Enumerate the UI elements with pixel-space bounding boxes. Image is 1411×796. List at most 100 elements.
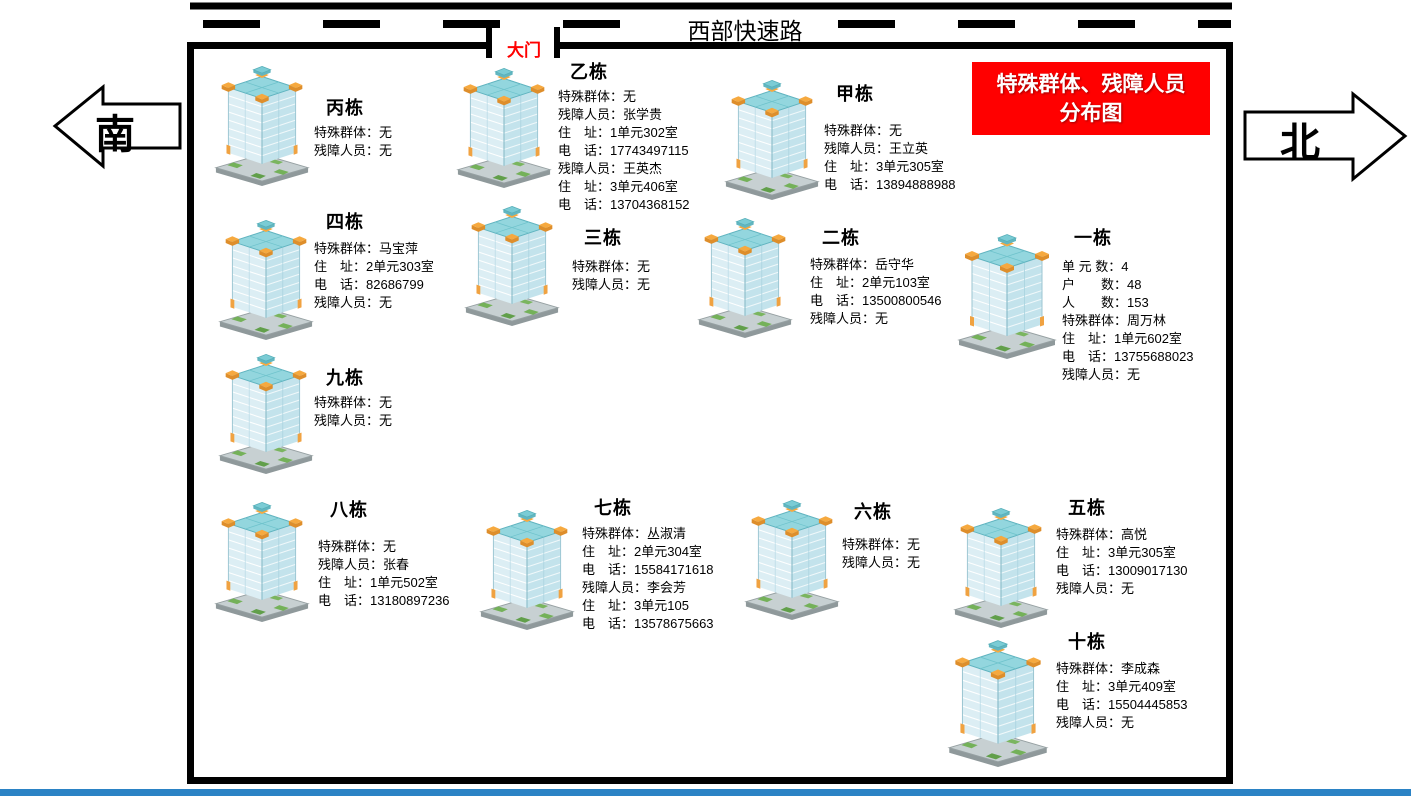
building-info-line: 残障人员：无 [314, 295, 393, 310]
building-label: 五栋特殊群体：高悦住 址：3单元305室电 话：13009017130 残障人员：… [1056, 494, 1188, 598]
building-info-line: 电 话：13009017130 [1056, 563, 1188, 578]
gate-post-left [486, 27, 492, 58]
north-label: 北 [1280, 121, 1320, 165]
community-boundary [187, 42, 1233, 784]
building-label: 乙栋特殊群体：无残障人员：张学贵住 址：1单元302室电 话：177434971… [558, 58, 690, 214]
building-info-line: 电 话：17743497115 [558, 143, 689, 158]
building-info-line: 电 话：13755688023 [1062, 349, 1194, 364]
building-info: 特殊群体：无残障人员：无 [314, 394, 392, 430]
building-info-line: 残障人员：张春 [318, 557, 410, 572]
building-info-line: 电 话：13894888988 [824, 177, 956, 192]
building-name: 六栋 [854, 502, 892, 522]
building-label: 十栋特殊群体：李成森住 址：3单元409室电 话：15504445853 残障人员… [1056, 628, 1188, 732]
apartment-tower-icon [697, 214, 793, 339]
building-info: 特殊群体：李成森住 址：3单元409室电 话：15504445853 残障人员：无 [1056, 660, 1188, 732]
building-name: 四栋 [326, 212, 364, 232]
building-info-line: 特殊群体：周万林 [1062, 313, 1167, 328]
building-info-line: 电 话：15584171618 [582, 562, 714, 577]
building-info-line: 特殊群体：李成森 [1056, 661, 1161, 676]
building-info-line: 残障人员：无 [1062, 367, 1141, 382]
apartment-tower-icon [953, 504, 1049, 629]
building-info-line: 残障人员：李会芳 [582, 580, 687, 595]
building-info-line: 住 址：3单元105 [582, 598, 689, 613]
apartment-tower-icon [957, 230, 1057, 360]
apartment-tower-icon [456, 64, 552, 189]
building-info-line: 住 址：2单元303室 [314, 259, 434, 274]
building-info: 特殊群体：高悦住 址：3单元305室电 话：13009017130 残障人员：无 [1056, 526, 1188, 598]
building-info-line: 住 址：2单元304室 [582, 544, 702, 559]
building-info-line: 残障人员：无 [842, 555, 921, 570]
building-info-line: 住 址：1单元502室 [318, 575, 438, 590]
apartment-tower-icon [479, 506, 575, 631]
building-info: 特殊群体：无残障人员：无 [314, 124, 392, 160]
building-info-line: 特殊群体：岳守华 [810, 257, 915, 272]
building-info-line: 住 址：3单元305室 [824, 159, 944, 174]
building-info-line: 残障人员：张学贵 [558, 107, 663, 122]
building-info-line: 电 话：15504445853 [1056, 697, 1188, 712]
building-info-line: 住 址：3单元305室 [1056, 545, 1176, 560]
apartment-tower-icon [214, 498, 310, 623]
building-info: 特殊群体：丛淑清住 址：2单元304室电 话：15584171618 残障人员：李… [582, 525, 714, 633]
building-label: 七栋特殊群体：丛淑清住 址：2单元304室电 话：15584171618 残障人员… [582, 494, 714, 633]
north-arrow-icon [1243, 90, 1408, 183]
apartment-tower-icon [724, 76, 820, 201]
building-name: 九栋 [326, 368, 364, 388]
building-name: 丙栋 [326, 98, 364, 118]
building-name: 二栋 [822, 228, 860, 248]
building-label: 甲栋特殊群体：无残障人员：王立英住 址：3单元305室电 话：138948889… [824, 80, 956, 194]
building-info-line: 单 元 数：4 [1062, 259, 1129, 274]
building-info-line: 住 址：2单元103室 [810, 275, 930, 290]
building-info-line: 住 址：3单元409室 [1056, 679, 1176, 694]
legend-banner-line2: 分布图 [1059, 102, 1123, 125]
building-label: 六栋特殊群体：无残障人员：无 [842, 498, 920, 572]
bottom-edge-strip [0, 789, 1411, 796]
south-label: 南 [95, 113, 135, 157]
building-info: 特殊群体：无残障人员：王立英住 址：3单元305室电 话：13894888988 [824, 122, 956, 194]
building-info-line: 残障人员：无 [810, 311, 889, 326]
building-info-line: 特殊群体：无 [314, 125, 393, 140]
apartment-tower-icon [744, 496, 840, 621]
building-info-line: 电 话：13704368152 [558, 197, 690, 212]
building-info: 特殊群体：无残障人员：张春住 址：1单元502室电 话：13180897236 [318, 538, 450, 610]
building-info-line: 特殊群体：马宝萍 [314, 241, 419, 256]
building-label: 丙栋特殊群体：无残障人员：无 [314, 94, 392, 160]
building-info-line: 电 话：82686799 [314, 277, 424, 292]
building-name: 七栋 [594, 498, 632, 518]
building-info-line: 电 话：13578675663 [582, 616, 714, 631]
building-label: 九栋特殊群体：无残障人员：无 [314, 364, 392, 430]
road-name: 西部快速路 [652, 12, 838, 46]
building-info-line: 残障人员：无 [1056, 581, 1135, 596]
apartment-tower-icon [218, 216, 314, 341]
building-info: 特殊群体：无残障人员：张学贵住 址：1单元302室电 话：17743497115… [558, 88, 690, 214]
building-info-line: 特殊群体：丛淑清 [582, 526, 687, 541]
building-info-line: 残障人员：王英杰 [558, 161, 663, 176]
building-info-line: 特殊群体：无 [842, 537, 921, 552]
building-label: 八栋特殊群体：无残障人员：张春住 址：1单元502室电 话：1318089723… [318, 496, 450, 610]
building-info: 特殊群体：无残障人员：无 [842, 536, 920, 572]
gate-post-right [554, 27, 560, 58]
apartment-tower-icon [214, 62, 310, 187]
apartment-tower-icon [464, 202, 560, 327]
building-name: 一栋 [1074, 228, 1112, 248]
building-label: 三栋特殊群体：无残障人员：无 [572, 224, 650, 294]
building-info-line: 特殊群体：无 [558, 89, 637, 104]
building-info-line: 残障人员：无 [314, 413, 393, 428]
building-info-line: 特殊群体：无 [572, 259, 651, 274]
building-info-line: 住 址：1单元302室 [558, 125, 678, 140]
building-info-line: 特殊群体：高悦 [1056, 527, 1148, 542]
apartment-tower-icon [218, 350, 314, 475]
building-info-line: 残障人员：无 [1056, 715, 1135, 730]
building-name: 十栋 [1068, 632, 1106, 652]
building-name: 五栋 [1068, 498, 1106, 518]
south-arrow-icon [52, 83, 182, 170]
gate-opening [492, 41, 554, 51]
building-name: 八栋 [330, 500, 368, 520]
building-info-line: 住 址：1单元602室 [1062, 331, 1182, 346]
building-info-line: 特殊群体：无 [824, 123, 903, 138]
building-info-line: 特殊群体：无 [314, 395, 393, 410]
